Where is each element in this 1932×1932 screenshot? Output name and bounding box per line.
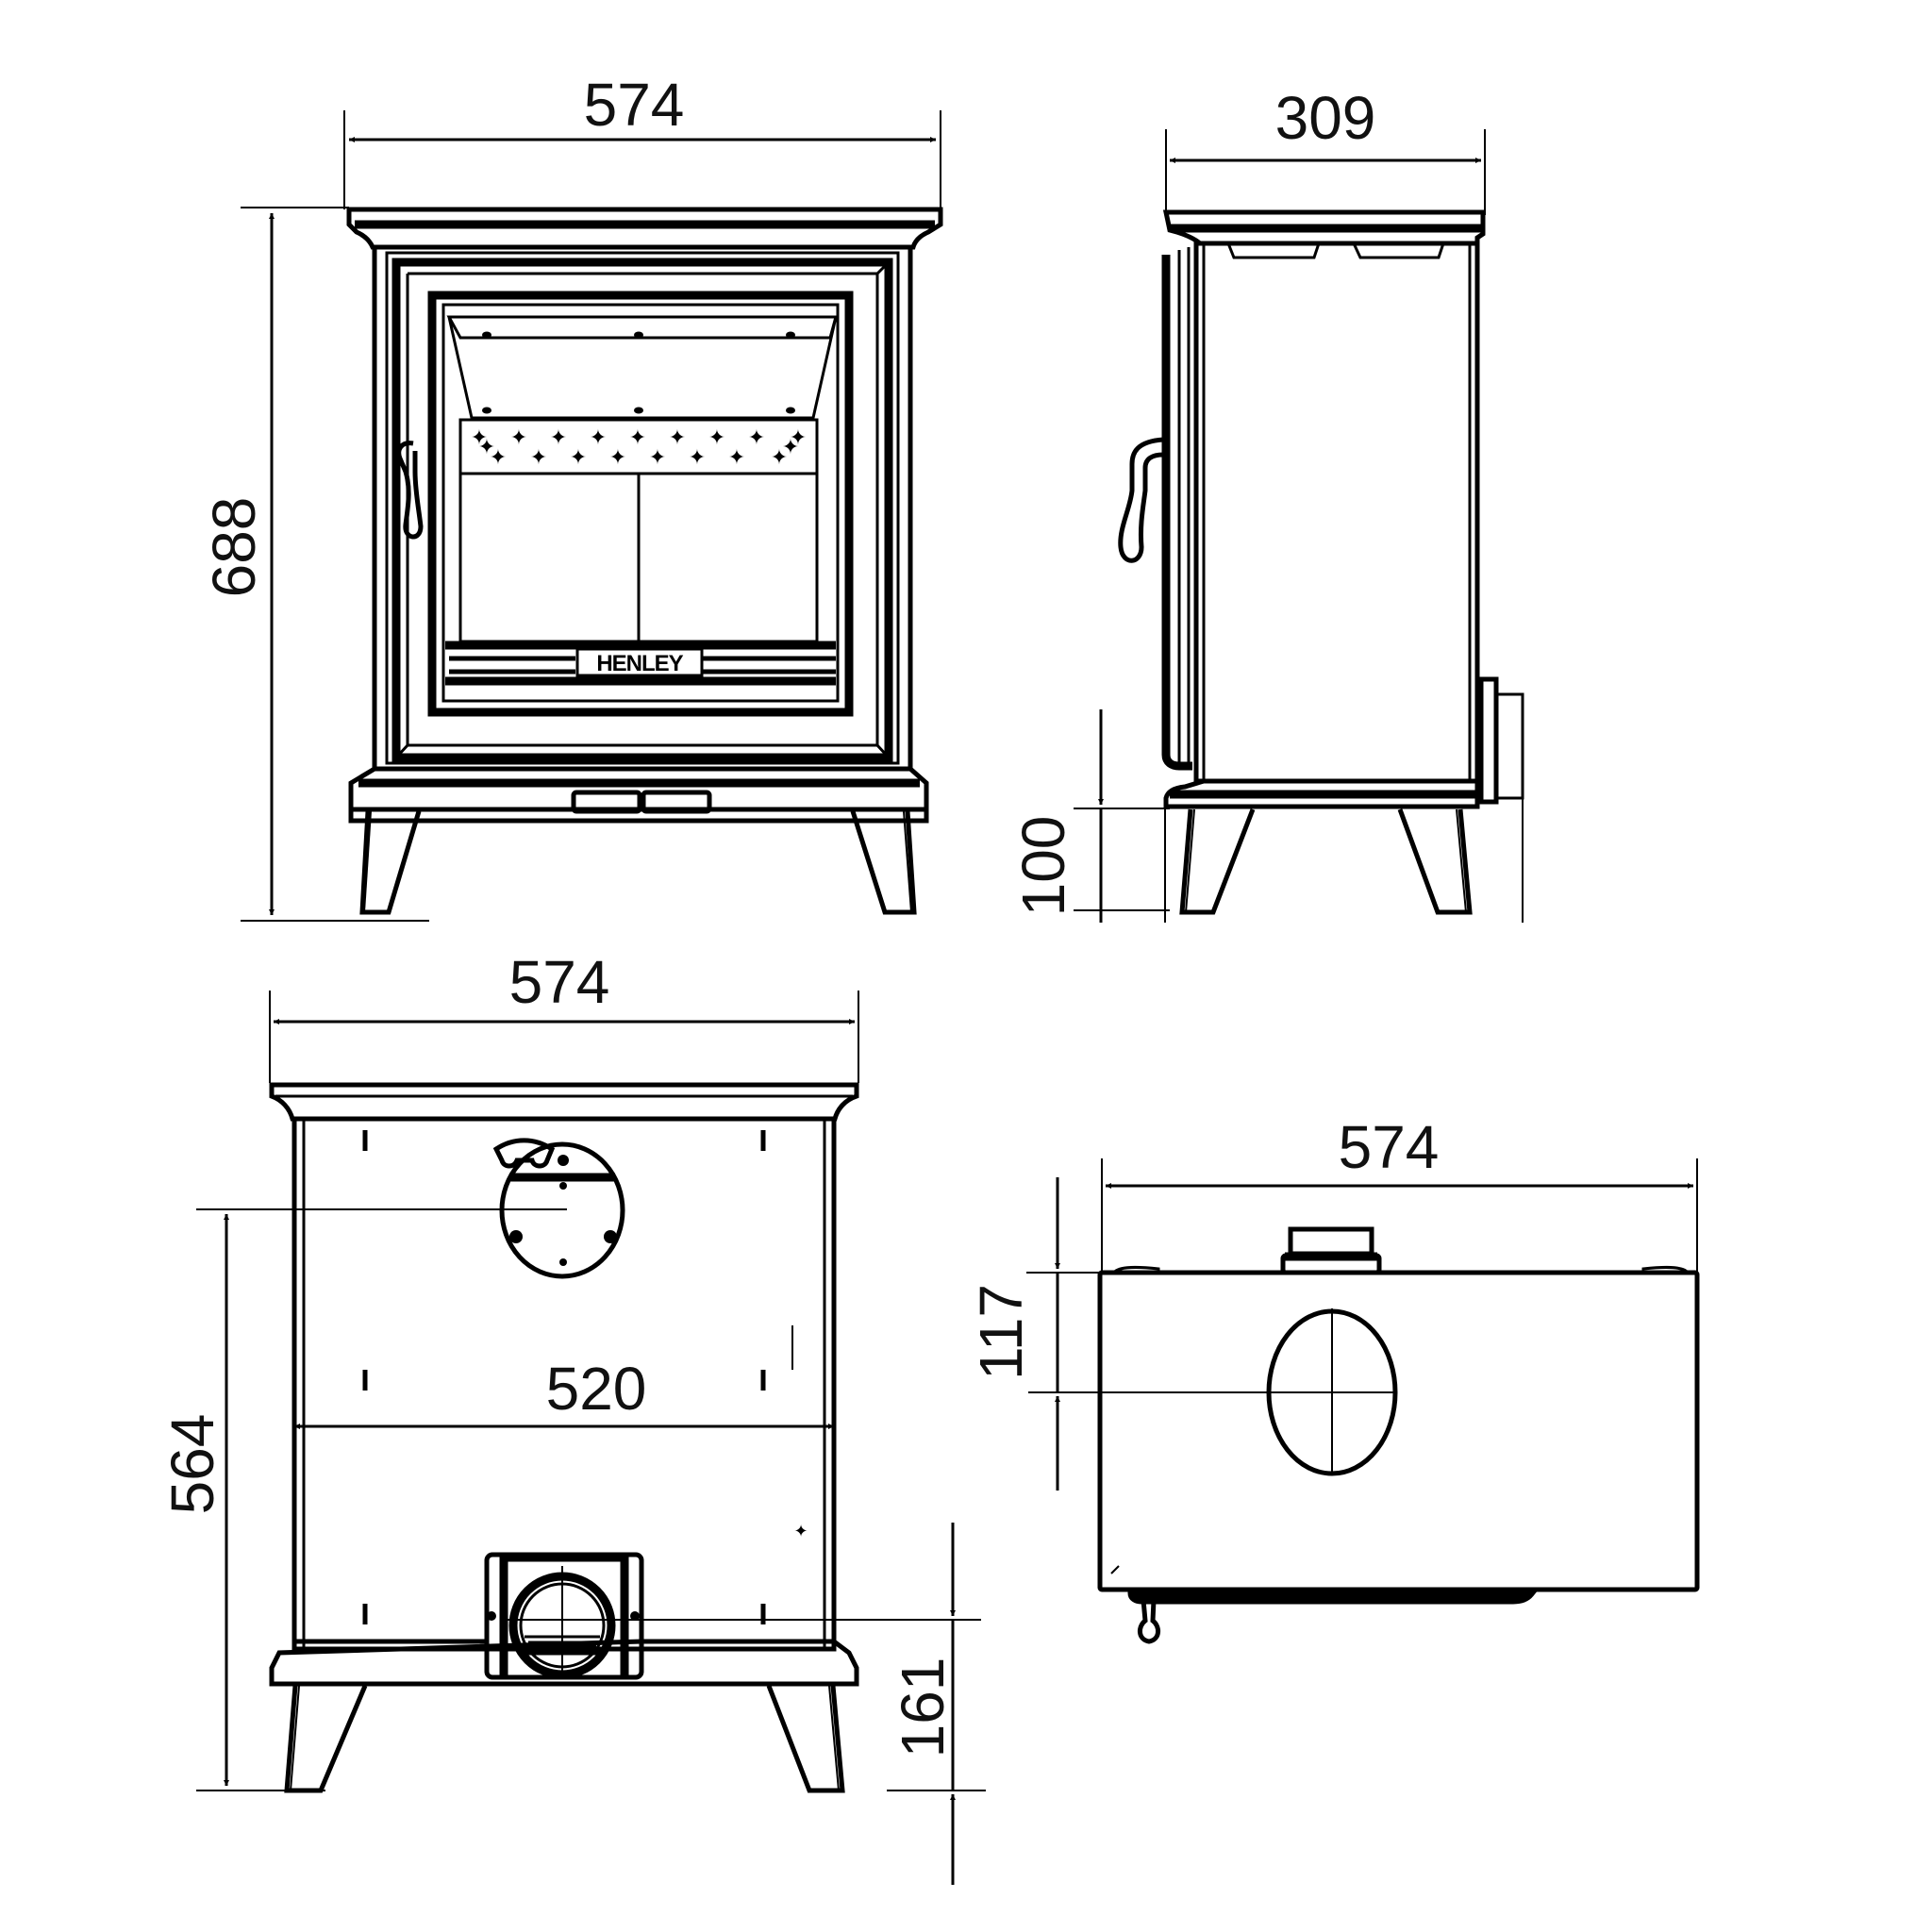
svg-text:✦: ✦ (510, 426, 527, 450)
rear-width-label: 574 (509, 948, 610, 1016)
rear-flue-outlet (484, 1552, 644, 1680)
side-depth-dimension: 309 (1165, 84, 1486, 215)
svg-text:✦: ✦ (550, 426, 567, 450)
rear-slot-marks (362, 1130, 766, 1624)
rear-outlet-height-dimension: 161 (887, 1523, 986, 1885)
top-flue-offset-label: 117 (967, 1284, 1035, 1380)
front-width-label: 574 (584, 71, 685, 139)
top-width-dimension: 574 (1101, 1113, 1698, 1272)
top-view: 574 117 (967, 1113, 1700, 1644)
rear-inner-width-label: 520 (546, 1355, 647, 1423)
front-height-label: 688 (200, 497, 268, 598)
side-leg-height-dimension: 100 (1009, 709, 1170, 923)
side-leg-height-label: 100 (1009, 816, 1077, 917)
svg-text:✦: ✦ (649, 446, 666, 470)
svg-text:✦: ✦ (570, 446, 587, 470)
svg-text:✦: ✦ (748, 426, 765, 450)
top-flue-knockout (492, 1138, 625, 1279)
svg-text:✦: ✦ (609, 446, 626, 470)
svg-text:✦: ✦ (708, 426, 725, 450)
rear-inner-width-dimension: 520 (294, 1355, 834, 1429)
baffle-rivets (482, 331, 795, 414)
svg-text:✦: ✦ (530, 446, 547, 470)
door-handle (396, 441, 424, 540)
top-width-label: 574 (1339, 1113, 1440, 1181)
svg-text:✦: ✦ (629, 426, 646, 450)
side-view: 309 100 (1009, 84, 1524, 923)
svg-text:✦: ✦ (728, 446, 745, 470)
rear-top-flue-height-dimension: 564 (158, 1214, 325, 1791)
airwash-studs: ✦✦✦✦ ✦✦✦✦✦ ✦✦✦✦ ✦✦✦✦ ✦✦ (471, 426, 807, 470)
svg-text:✦: ✦ (689, 446, 706, 470)
front-height-dimension: 688 (200, 207, 429, 922)
svg-text:✦: ✦ (669, 426, 686, 450)
brand-logo: HENLEY (596, 651, 683, 676)
svg-text:✦: ✦ (490, 446, 507, 470)
rear-outlet-height-label: 161 (889, 1657, 957, 1758)
svg-text:✦: ✦ (590, 426, 607, 450)
svg-text:✦: ✦ (793, 1522, 808, 1541)
rear-top-flue-height-label: 564 (158, 1414, 226, 1515)
svg-text:✦: ✦ (771, 446, 788, 470)
top-flue-offset-dimension: 117 (967, 1177, 1104, 1491)
rear-view: 574 ✦ 520 (158, 948, 986, 1885)
rear-width-dimension: 574 (269, 948, 859, 1083)
svg-text:✦: ✦ (782, 436, 799, 459)
side-depth-label: 309 (1275, 84, 1376, 152)
front-view: 574 688 ✦✦✦✦ ✦✦✦✦✦ ✦✦✦✦ (200, 71, 943, 922)
svg-text:✦: ✦ (790, 426, 807, 450)
svg-text:✦: ✦ (478, 436, 495, 459)
front-width-dimension: 574 (343, 71, 941, 209)
svg-text:✦: ✦ (471, 426, 488, 450)
